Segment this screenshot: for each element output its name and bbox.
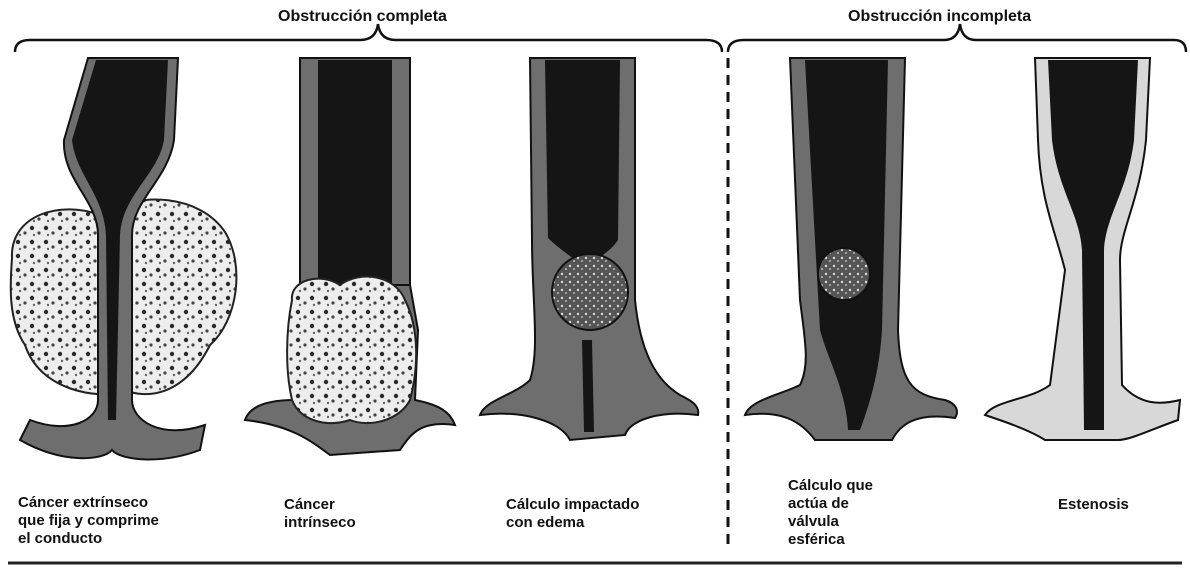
panel-intrinsic-cancer [245, 58, 455, 455]
caption-ball-valve-stone: Cálculo que actúa de válvula esférica [788, 477, 968, 549]
caption-line: el conducto [18, 530, 198, 548]
caption-line: Cáncer extrínseco [18, 494, 198, 512]
brace-complete [15, 24, 722, 52]
caption-line: válvula [788, 513, 968, 531]
caption-line: esférica [788, 531, 968, 549]
brace-incomplete [728, 24, 1186, 52]
caption-line: Cáncer [284, 496, 464, 514]
caption-line: que fija y comprime [18, 512, 198, 530]
caption-line: con edema [506, 514, 686, 532]
caption-impacted-stone: Cálculo impactado con edema [506, 496, 686, 532]
caption-extrinsic-cancer: Cáncer extrínseco que fija y comprime el… [18, 494, 198, 548]
caption-intrinsic-cancer: Cáncer intrínseco [284, 496, 464, 532]
caption-line: Cálculo impactado [506, 496, 686, 514]
panel-stenosis [985, 58, 1180, 440]
panel-ball-valve-stone [745, 58, 957, 440]
caption-line: Cálculo que [788, 477, 968, 495]
caption-stenosis: Estenosis [1058, 496, 1190, 514]
caption-line: Estenosis [1058, 496, 1190, 514]
panel-impacted-stone [480, 58, 698, 440]
panel-extrinsic-cancer [11, 58, 237, 459]
caption-line: actúa de [788, 495, 968, 513]
caption-line: intrínseco [284, 514, 464, 532]
